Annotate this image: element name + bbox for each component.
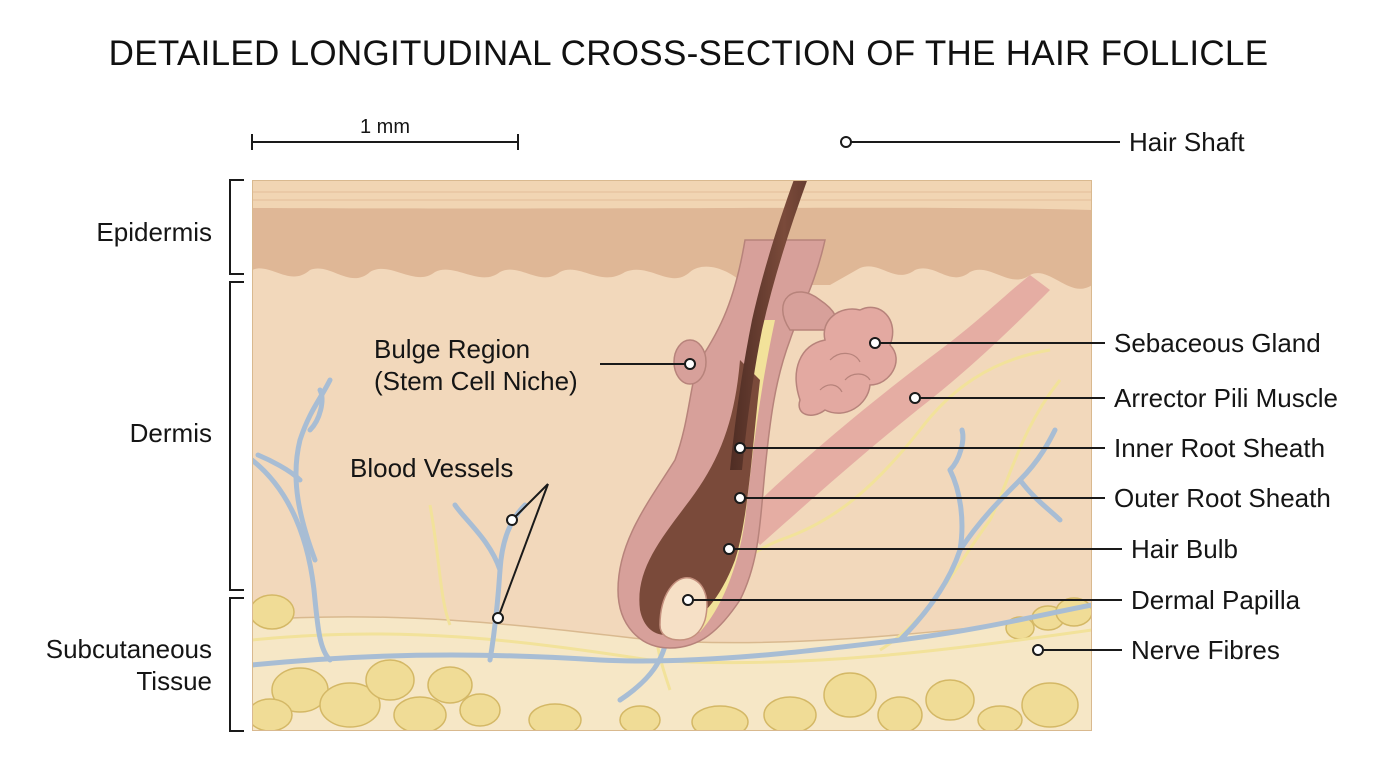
inner-root-sheath-marker xyxy=(734,442,746,454)
hair-bulb-marker xyxy=(723,543,735,555)
label-subcutaneous-line2: Tissue xyxy=(136,666,212,696)
fat-globules xyxy=(252,594,1092,731)
blood-vessel-marker-1 xyxy=(506,514,518,526)
skin-tissue-block xyxy=(252,180,1092,731)
label-bulge-region: Bulge Region xyxy=(374,334,530,364)
label-subcutaneous-line1: Subcutaneous xyxy=(46,634,212,664)
epidermis-bracket xyxy=(229,179,244,275)
subcutaneous-bracket xyxy=(229,597,244,732)
nerve-fibres-marker xyxy=(1032,644,1044,656)
label-hair-bulb: Hair Bulb xyxy=(1131,534,1238,564)
label-inner-root-sheath: Inner Root Sheath xyxy=(1114,433,1325,463)
label-hair-shaft: Hair Shaft xyxy=(1129,127,1245,157)
arrector-pili-marker xyxy=(909,392,921,404)
sebaceous-gland xyxy=(782,291,897,416)
label-dermal-papilla: Dermal Papilla xyxy=(1131,585,1301,615)
label-epidermis: Epidermis xyxy=(96,217,212,247)
label-arrector-pili-muscle: Arrector Pili Muscle xyxy=(1114,383,1338,413)
bulge-marker xyxy=(684,358,696,370)
label-outer-root-sheath: Outer Root Sheath xyxy=(1114,483,1331,513)
hair-shaft xyxy=(730,180,808,470)
sebaceous-gland-marker xyxy=(869,337,881,349)
label-stem-cell-niche: (Stem Cell Niche) xyxy=(374,366,578,396)
blood-vessel-marker-2 xyxy=(492,612,504,624)
diagram-title: DETAILED LONGITUDINAL CROSS-SECTION OF T… xyxy=(108,34,1269,73)
outer-root-sheath-marker xyxy=(734,492,746,504)
dermal-papilla xyxy=(659,577,708,641)
hair-shaft-marker xyxy=(840,136,852,148)
label-blood-vessels: Blood Vessels xyxy=(350,453,513,483)
blood-vessels xyxy=(252,377,1092,703)
layer-brackets xyxy=(229,179,244,732)
label-dermis: Dermis xyxy=(130,418,212,448)
label-sebaceous-gland: Sebaceous Gland xyxy=(1114,328,1321,358)
dermis-bracket xyxy=(229,281,244,591)
hair-bulb xyxy=(639,360,760,635)
dermal-papilla-marker xyxy=(682,594,694,606)
scale-bar: 1 mm xyxy=(251,116,519,150)
scale-bar-label: 1 mm xyxy=(360,116,410,138)
label-nerve-fibres: Nerve Fibres xyxy=(1131,635,1280,665)
